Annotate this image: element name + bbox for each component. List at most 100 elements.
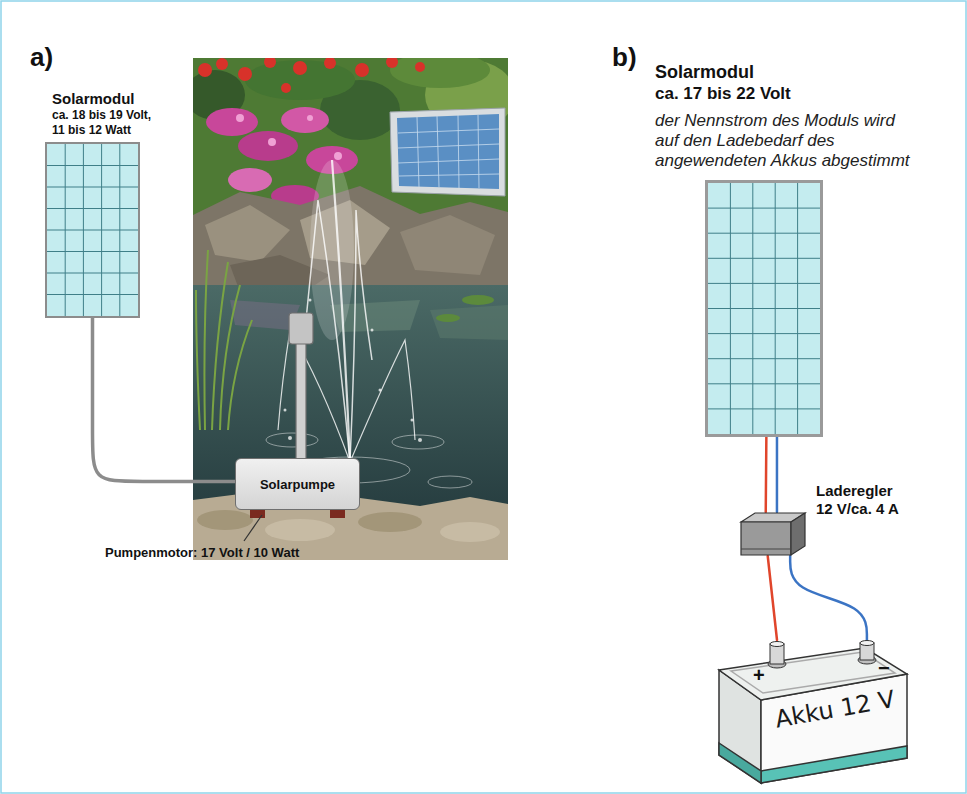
pump-feet [250, 509, 345, 518]
solar-cable [93, 318, 236, 481]
red-flowers [281, 83, 291, 93]
cell-line [708, 258, 820, 259]
pink-flowers [307, 115, 313, 121]
cell-line [708, 383, 820, 384]
pink-flowers [236, 114, 244, 122]
fountain [392, 435, 444, 449]
grid-outline [47, 144, 138, 316]
photo-solar-panel [398, 144, 499, 148]
photo-solar-panel [397, 114, 499, 189]
rocks [205, 205, 290, 262]
battery-terminal [768, 642, 786, 669]
pump-label: Solarpumpe [260, 477, 335, 492]
photo-solar-panel [399, 174, 499, 176]
cell-line [47, 165, 138, 166]
red-flowers [238, 67, 252, 81]
charge-controller: Laderegler12 V/ca. 4 A [740, 512, 806, 556]
cell-line [708, 358, 820, 359]
cell-line [708, 208, 820, 209]
callout-text: Pumpenmotor: 17 Volt / 10 Watt [105, 545, 299, 561]
spray-drops [379, 389, 382, 392]
photo-solar-panel [398, 129, 499, 133]
cell-line [47, 208, 138, 209]
controller-title: Laderegler [816, 482, 956, 500]
controller-face [791, 513, 805, 555]
panel-heading: Solarmodulca. 18 bis 19 Volt, 11 bis 12 … [52, 90, 212, 138]
pump-feet [250, 509, 265, 518]
reflections [430, 305, 508, 340]
pink-flowers [206, 108, 258, 136]
photo-solar-panel [417, 117, 419, 187]
reeds [196, 290, 200, 430]
solar-panel: Solarmodulca. 18 bis 19 Volt, 11 bis 12 … [45, 142, 140, 318]
module-title: Solarmodul [52, 90, 212, 108]
pump-label-area: Solarpumpe [248, 477, 347, 492]
spray-drops [418, 438, 422, 442]
fountain [428, 476, 472, 488]
red-flowers [293, 61, 307, 75]
cell-line [47, 230, 138, 231]
cell-line [47, 187, 138, 188]
cell-line [708, 333, 820, 334]
pump-nozzle [289, 313, 313, 344]
spray-drops [288, 436, 292, 440]
polarity-sign: − [878, 657, 890, 679]
lily-pads [436, 295, 494, 322]
pond-rim [197, 510, 253, 530]
foliage [390, 58, 490, 88]
controller-seam [741, 549, 791, 550]
pond-rim [265, 519, 335, 541]
panel-heading: Solarmodulca. 17 bis 22 Volt der Nennstro… [655, 61, 955, 171]
controller-face [741, 522, 791, 555]
battery-terminal [858, 641, 876, 665]
spray-drops [371, 329, 374, 332]
cell-line [47, 251, 138, 252]
controller-spec: 12 V/ca. 4 A [816, 500, 956, 518]
cell-line [708, 233, 820, 234]
cell-line [47, 294, 138, 295]
callout-text-area: Pumpenmotor: 17 Volt / 10 Watt [105, 545, 299, 561]
battery-terminal [860, 641, 874, 646]
plus-wire [764, 437, 767, 512]
cell-line [708, 408, 820, 409]
fountain [278, 330, 350, 462]
battery-face [719, 743, 761, 783]
reeds [228, 320, 252, 430]
spray-drops [284, 409, 287, 412]
regulator-outline [740, 512, 806, 556]
pond-photo [193, 58, 508, 560]
red-flowers [324, 58, 336, 69]
pump-feet [330, 509, 345, 518]
pump-nozzle [296, 342, 306, 459]
photo-solar-panel [398, 159, 499, 163]
cell-line [47, 273, 138, 274]
photo-solar-panel [398, 115, 499, 188]
panel-letter: a) [30, 42, 53, 72]
plus-wire [768, 556, 777, 640]
polarity-sign: + [753, 664, 765, 686]
photo-solar-panel [390, 108, 505, 196]
module-spec: ca. 17 bis 22 Volt [655, 83, 955, 105]
cell-line [708, 308, 820, 309]
module-title: Solarmodul [655, 61, 955, 83]
module-note: der Nennstrom des Moduls wird auf den La… [655, 111, 917, 171]
pond-photo [193, 58, 508, 560]
photo-solar-panel [390, 108, 505, 196]
spray-drops [309, 299, 312, 302]
battery-face [761, 746, 907, 783]
reeds [212, 262, 228, 430]
lily-pads [462, 295, 494, 305]
reeds [196, 250, 252, 430]
minus-wire [790, 556, 867, 640]
panel-letter: b) [612, 42, 637, 72]
pond-rim [440, 522, 500, 542]
battery: Akku 12 V+− [715, 640, 910, 785]
red-flowers [216, 58, 228, 70]
red-flowers [198, 63, 212, 77]
reeds [204, 250, 208, 430]
pink-flowers [268, 138, 276, 146]
fountain [350, 210, 372, 462]
